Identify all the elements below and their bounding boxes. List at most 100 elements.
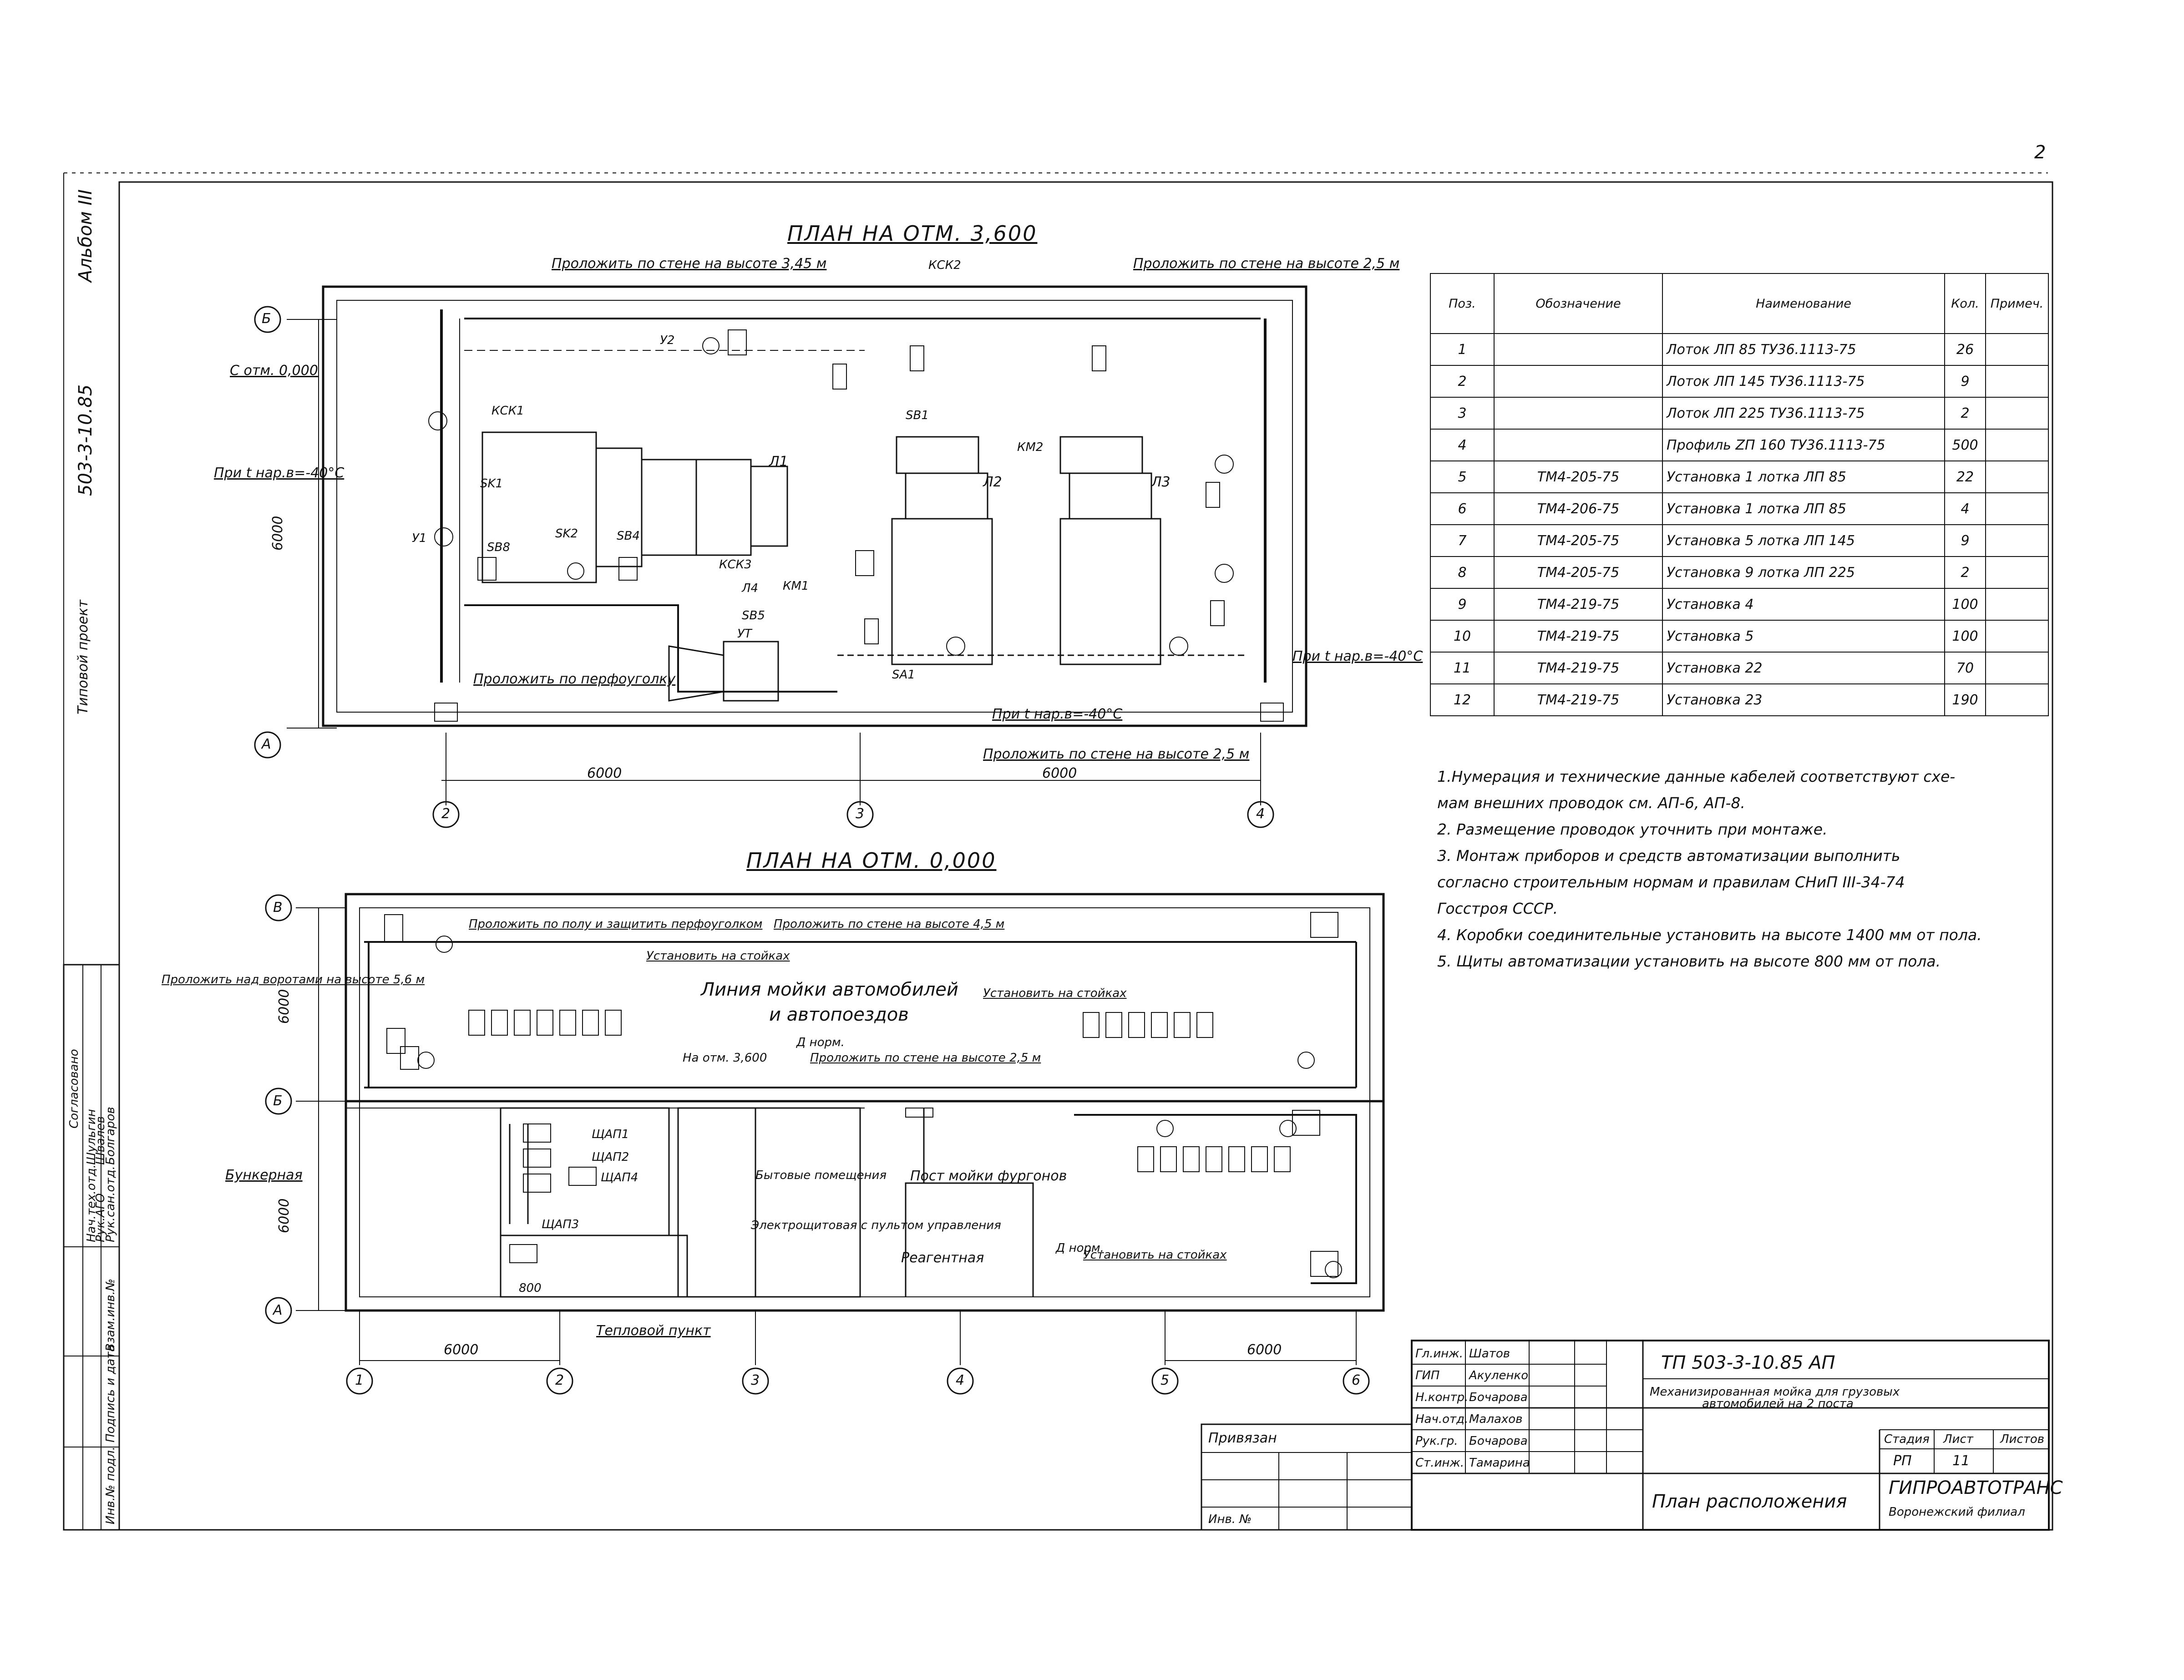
upper-note-2: Проложить по стене на высоте 2,5 м: [1133, 256, 1400, 272]
album-label: Альбом III: [75, 189, 96, 282]
spec-note: [1985, 429, 2049, 461]
lower-note-6: На отм. 3,600: [683, 1051, 767, 1065]
spec-name: Установка 5 лотка ЛП 145: [1662, 524, 1945, 557]
spec-code: ТМ4-219-75: [1494, 620, 1663, 653]
tag-y2: У2: [660, 334, 675, 347]
note-line: 5. Щиты автоматизации установить на высо…: [1437, 952, 1941, 970]
tag-l4: Л4: [742, 582, 759, 595]
spec-name: Установка 22: [1662, 652, 1945, 684]
org-branch: Воронежский филиал: [1889, 1505, 2025, 1519]
spec-name: Лоток ЛП 145 ТУ36.1113-75: [1662, 365, 1945, 398]
spec-qty: 100: [1944, 588, 1986, 621]
lower-axis-v: В: [273, 900, 283, 916]
line-title-2: и автопоездов: [769, 1004, 909, 1025]
object-name-2: автомобилей на 2 поста: [1702, 1397, 1854, 1411]
lower-note-7: Проложить по стене на высоте 2,5 м: [810, 1051, 1041, 1065]
project-kind: Типовой проект: [75, 600, 91, 714]
title-block-frame: [1201, 1340, 2050, 1531]
temp-note-left: При t нар.в=-40°С: [214, 465, 345, 481]
spec-qty: 100: [1944, 620, 1986, 653]
panel-shap3: ЩАП3: [542, 1218, 579, 1231]
staff-name: Акуленко: [1469, 1369, 1529, 1382]
spec-note: [1985, 365, 2049, 398]
spec-qty: 70: [1944, 652, 1986, 684]
page-number: 2: [2034, 142, 2046, 163]
upper-axis-3: 3: [856, 806, 865, 822]
spec-qty: 2: [1944, 397, 1986, 430]
spec-note: [1985, 683, 2049, 716]
spec-name: Установка 9 лотка ЛП 225: [1662, 556, 1945, 589]
tag-ksk2: КСК2: [928, 258, 961, 272]
spec-pos: 8: [1430, 556, 1495, 589]
staff-role: Ст.инж.: [1415, 1456, 1464, 1470]
spec-pos: 9: [1430, 588, 1495, 621]
panel-shap1: ЩАП1: [592, 1128, 629, 1141]
staff-role: Рук.гр.: [1415, 1434, 1458, 1448]
album-code: 503-3-10.85: [75, 384, 96, 496]
note-line: согласно строительным нормам и правилам …: [1437, 873, 1905, 891]
note-line: 2. Размещение проводок уточнить при монт…: [1437, 820, 1828, 838]
side-stamp-label: Взам.инв.№: [104, 1279, 117, 1351]
panel-shap2: ЩАП2: [592, 1150, 629, 1164]
spec-pos: 3: [1430, 397, 1495, 430]
stage-label: Стадия: [1884, 1432, 1930, 1446]
upper-axis-b: Б: [262, 311, 271, 327]
spec-name: Установка 5: [1662, 620, 1945, 653]
tag-yt: УТ: [737, 627, 752, 641]
staff-role: Гл.инж.: [1415, 1347, 1463, 1361]
lower-axis-5: 5: [1160, 1372, 1170, 1388]
lower-axis-1: 1: [355, 1372, 364, 1388]
spec-note: [1985, 556, 2049, 589]
staff-name: Бочарова: [1469, 1434, 1528, 1448]
tag-y1: У1: [412, 531, 427, 545]
tag-sk2: SK2: [555, 527, 578, 541]
lower-dim-small: 800: [519, 1281, 542, 1295]
spec-pos: 4: [1430, 429, 1495, 461]
spec-name: Лоток ЛП 85 ТУ36.1113-75: [1662, 333, 1945, 366]
upper-plan-title: ПЛАН НА ОТМ. 3,600: [787, 221, 1038, 246]
sheet-value: 11: [1952, 1453, 1970, 1469]
line-title: Линия мойки автомобилей: [701, 979, 958, 1000]
lower-note-1: Проложить по полу и защитить перфоуголко…: [469, 917, 763, 931]
unit-l1: Л1: [769, 454, 788, 470]
spec-code: [1494, 333, 1663, 366]
lower-note-8: Установить на стойках: [1083, 1248, 1227, 1262]
spec-qty: 500: [1944, 429, 1986, 461]
upper-plan-drawing: [254, 285, 1307, 828]
spec-header-row: Поз. Обозначение Наименование Кол. Приме…: [1430, 273, 2049, 334]
spec-note: [1985, 333, 2049, 366]
spec-code: [1494, 397, 1663, 430]
lower-dim-vert-bottom: 6000: [276, 1198, 292, 1233]
spec-note: [1985, 652, 2049, 684]
tag-sb5: SB5: [742, 609, 765, 622]
spec-code: ТМ4-219-75: [1494, 683, 1663, 716]
staff-name: Шатов: [1469, 1347, 1510, 1361]
side-stamp-label: Инв.№ подл.: [104, 1446, 117, 1524]
lower-plan-title: ПЛАН НА ОТМ. 0,000: [746, 848, 997, 873]
upper-dim-right: 6000: [1042, 765, 1077, 781]
spec-note: [1985, 588, 2049, 621]
sheet-title: План расположения: [1652, 1491, 1847, 1512]
spec-qty: 190: [1944, 683, 1986, 716]
panel-shap4: ЩАП4: [601, 1171, 638, 1184]
upper-dim-left: 6000: [587, 765, 622, 781]
tag-ksk1: КСК1: [492, 404, 524, 418]
general-notes: 1.Нумерация и технические данные кабелей…: [1437, 764, 2056, 975]
lower-axis-b: Б: [273, 1093, 283, 1109]
spec-qty: 26: [1944, 333, 1986, 366]
room-household: Бытовые помещения: [755, 1169, 887, 1182]
privyazan-label: Привязан: [1208, 1430, 1277, 1446]
upper-note-3: Проложить по перфоуголку: [473, 671, 676, 687]
room-reagent: Реагентная: [901, 1250, 984, 1266]
spec-pos: 7: [1430, 524, 1495, 557]
spec-pos: 10: [1430, 620, 1495, 653]
staff-role: Н.контр.: [1415, 1391, 1469, 1404]
upper-note-1: Проложить по стене на высоте 3,45 м: [552, 256, 827, 272]
sheets-label: Листов: [2000, 1432, 2045, 1446]
tag-sa1: SA1: [892, 668, 915, 682]
